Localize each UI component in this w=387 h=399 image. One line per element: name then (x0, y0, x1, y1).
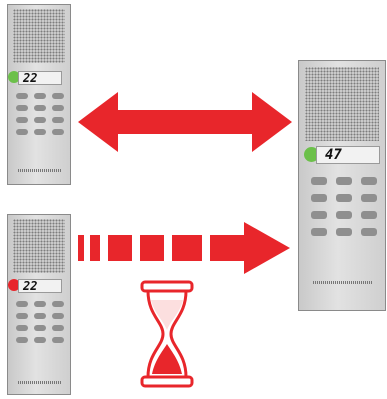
dashed-arrow-icon (78, 222, 290, 274)
hourglass-icon (142, 282, 192, 386)
double-headed-arrow-icon (78, 92, 292, 152)
